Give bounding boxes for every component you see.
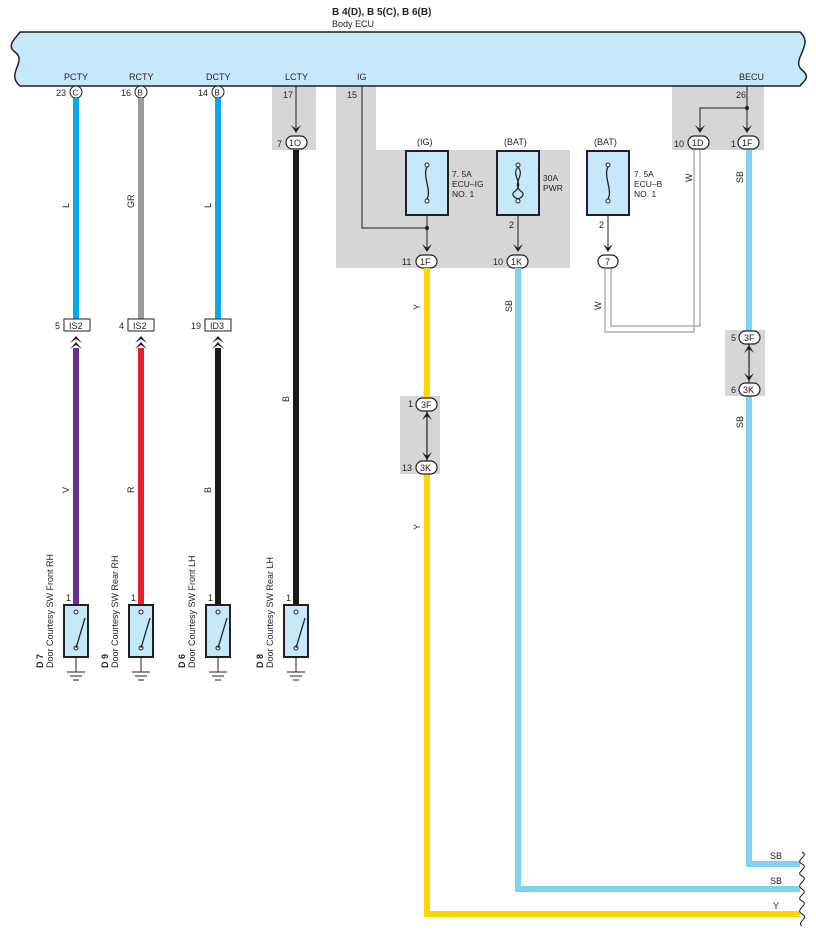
wire-sb-pwr: [515, 268, 800, 892]
pin-number: 10: [674, 139, 684, 149]
junction-connector-7: 7: [605, 257, 610, 267]
switch-name: Door Courtesy SW Rear LH: [265, 557, 275, 668]
ecu-name: Body ECU: [332, 19, 374, 29]
wire-color-label: SB: [770, 851, 782, 861]
wire-color-label: L: [61, 203, 71, 208]
pin-number: 1: [208, 593, 213, 603]
wire-ig: [361, 86, 428, 250]
inline-connector-is2: IS2: [133, 321, 147, 331]
ecu-connector-title: B 4(D), B 5(C), B 6(B): [332, 7, 431, 18]
switch-code: D 9: [100, 654, 110, 668]
pin-number: 2: [509, 220, 514, 230]
pin-number: 10: [493, 257, 503, 267]
wire-color-label: B: [203, 487, 213, 493]
pin-number: 23: [56, 88, 66, 98]
pin-number: 19: [191, 321, 201, 331]
pin-number: 13: [402, 463, 412, 473]
continuation-bracket: [799, 851, 806, 927]
pin-number: 1: [131, 593, 136, 603]
wire-color-label: SB: [735, 171, 745, 183]
switch-code: D 7: [35, 654, 45, 668]
wire-color-label: SB: [770, 876, 782, 886]
wire-color-label: W: [593, 301, 603, 310]
fuse-rating: 7. 5A: [634, 169, 654, 179]
inline-connector-3k: 3K: [420, 463, 431, 473]
fuse-name-2: NO. 1: [452, 189, 474, 199]
fuse-tag: (BAT): [504, 137, 527, 147]
pin-number: 14: [198, 88, 208, 98]
pin-number: 1: [731, 139, 736, 149]
fuse-name: ECU–B: [634, 179, 663, 189]
terminal-label-dcty: DCTY: [206, 72, 231, 82]
junction-connector-1d: 1D: [692, 138, 704, 148]
wire-color-label: GR: [126, 194, 136, 208]
wire-color-label: V: [61, 487, 71, 493]
pin-connector: C: [73, 89, 79, 98]
pin-number: 7: [277, 139, 282, 149]
switch-code: D 6: [177, 654, 187, 668]
pin-number: 1: [408, 399, 413, 409]
fuse-name: PWR: [543, 183, 563, 193]
fuse-tag: (IG): [417, 137, 433, 147]
body-ecu-box: [10, 31, 808, 87]
pin-number: 4: [119, 321, 124, 331]
pin-number: 1: [66, 593, 71, 603]
pin-number: 5: [731, 333, 736, 343]
pin-number: 6: [731, 385, 736, 395]
wire-color-label: B: [281, 396, 291, 402]
fuse-name-2: NO. 1: [634, 189, 656, 199]
inline-connector-is2: IS2: [69, 321, 83, 331]
terminal-label-lcty: LCTY: [285, 72, 308, 82]
switch-code: D 8: [255, 654, 265, 668]
pin-number: 5: [55, 321, 60, 331]
fuse-name: ECU–IG: [452, 179, 484, 189]
switch-name: Door Courtesy SW Front LH: [187, 555, 197, 668]
wire-lcty: [291, 86, 301, 608]
junction-connector-1f: 1F: [420, 257, 431, 267]
fuse-ecu-ig: [405, 150, 449, 216]
wire-y: [424, 268, 800, 917]
wire-color-label: Y: [773, 901, 779, 911]
junction-connector-1k: 1K: [511, 257, 522, 267]
pin-number: 1: [286, 593, 291, 603]
fuse-rating: 7. 5A: [452, 169, 472, 179]
pin-connector: B: [138, 89, 143, 98]
pin-number: 16: [121, 88, 131, 98]
pin-number: 15: [347, 90, 357, 100]
pin-number: 26: [736, 90, 746, 100]
fuse-tag: (BAT): [594, 137, 617, 147]
switch-name: Door Courtesy SW Rear RH: [110, 555, 120, 668]
wire-sb-becu: [746, 150, 800, 867]
wire-color-label: Y: [412, 524, 422, 530]
inline-connector-3f: 3F: [421, 400, 432, 410]
wire-color-label: Y: [412, 304, 422, 310]
inline-connector-3k: 3K: [743, 385, 754, 395]
pin-number: 11: [402, 257, 411, 267]
wire-color-label: SB: [735, 416, 745, 428]
wire-color-label: L: [203, 203, 213, 208]
wire-color-label: SB: [504, 300, 514, 312]
inline-connector-id3: ID3: [210, 321, 224, 331]
wire-w: [604, 150, 701, 333]
wire-color-label: R: [126, 486, 136, 493]
junction-connector-1f: 1F: [742, 138, 753, 148]
terminal-label-becu: BECU: [739, 72, 764, 82]
pin-number: 17: [283, 90, 293, 100]
junction-connector-1o: 1O: [289, 138, 301, 148]
fuse-rating: 30A: [543, 173, 558, 183]
wire-color-label: W: [684, 173, 694, 182]
terminal-label-pcty: PCTY: [64, 72, 88, 82]
terminal-label-ig: IG: [357, 72, 367, 82]
pin-connector: B: [215, 89, 220, 98]
terminal-label-rcty: RCTY: [129, 72, 154, 82]
switch-name: Door Courtesy SW Front RH: [45, 554, 55, 668]
inline-connector-3f: 3F: [744, 333, 755, 343]
pin-number: 2: [599, 220, 604, 230]
